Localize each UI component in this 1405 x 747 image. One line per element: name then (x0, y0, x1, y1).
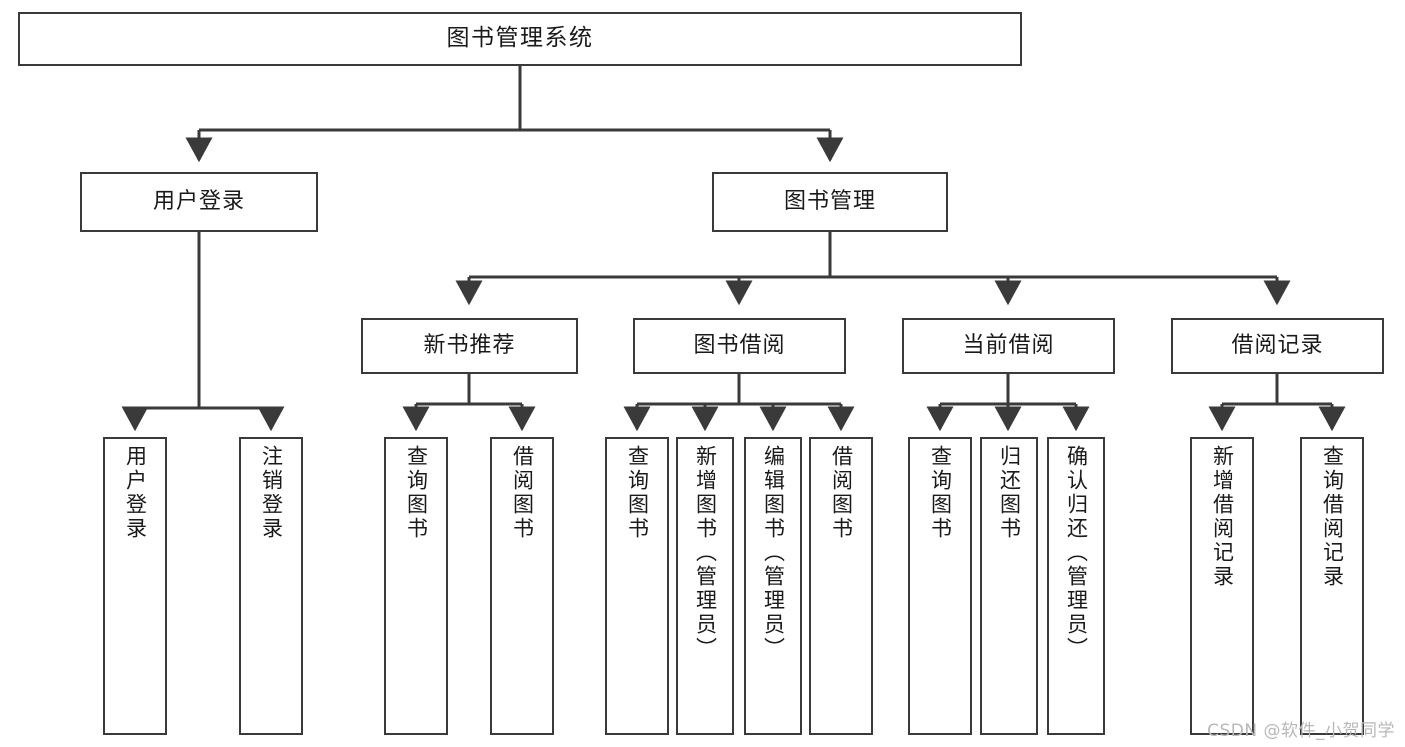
node-label: 归还图书 (997, 445, 1022, 541)
leaf-record-add-borrow-record[interactable]: 新增借阅记录 (1190, 437, 1254, 735)
leaf-user-login[interactable]: 用户登录 (103, 437, 167, 735)
leaf-borrow-borrow-book[interactable]: 借阅图书 (809, 437, 873, 735)
node-label: 新增借阅记录 (1210, 445, 1235, 589)
node-label: 图书管理 (783, 189, 876, 215)
leaf-borrow-query-book[interactable]: 查询图书 (605, 437, 669, 735)
node-label: 查询图书 (625, 445, 650, 541)
node-current-borrow[interactable]: 当前借阅 (902, 318, 1115, 374)
node-label: 查询图书 (928, 445, 953, 541)
leaf-record-query-borrow-record[interactable]: 查询借阅记录 (1300, 437, 1364, 735)
node-book-borrow[interactable]: 图书借阅 (633, 318, 846, 374)
leaf-recommend-query-book[interactable]: 查询图书 (384, 437, 448, 735)
leaf-current-return-book[interactable]: 归还图书 (980, 437, 1038, 735)
node-label: 用户登录 (152, 189, 245, 215)
leaf-user-logout[interactable]: 注销登录 (239, 437, 303, 735)
node-label: 借阅图书 (829, 445, 854, 541)
node-label: 用户登录 (123, 445, 148, 541)
node-label: 当前借阅 (962, 333, 1055, 359)
node-label: 注销登录 (259, 445, 284, 541)
node-label: 新书推荐 (423, 333, 516, 359)
node-label: 确认归还（管理员） (1064, 445, 1089, 661)
node-user-login[interactable]: 用户登录 (80, 172, 318, 232)
node-new-book-recommend[interactable]: 新书推荐 (361, 318, 578, 374)
node-label: 图书管理系统 (446, 25, 594, 52)
leaf-borrow-add-book-admin[interactable]: 新增图书（管理员） (676, 437, 734, 735)
node-label: 编辑图书（管理员） (761, 445, 786, 661)
leaf-borrow-edit-book-admin[interactable]: 编辑图书（管理员） (744, 437, 802, 735)
leaf-recommend-borrow-book[interactable]: 借阅图书 (490, 437, 554, 735)
node-book-management[interactable]: 图书管理 (712, 172, 948, 232)
node-label: 图书借阅 (693, 333, 786, 359)
leaf-current-confirm-return-admin[interactable]: 确认归还（管理员） (1047, 437, 1105, 735)
node-label: 借阅图书 (510, 445, 535, 541)
node-root-system[interactable]: 图书管理系统 (18, 12, 1022, 66)
node-borrow-record[interactable]: 借阅记录 (1171, 318, 1384, 374)
node-label: 查询借阅记录 (1320, 445, 1345, 589)
csdn-watermark: CSDN @软件_小贺同学 (1207, 721, 1395, 741)
node-label: 新增图书（管理员） (693, 445, 718, 661)
node-label: 查询图书 (404, 445, 429, 541)
node-label: 借阅记录 (1231, 333, 1324, 359)
leaf-current-query-book[interactable]: 查询图书 (908, 437, 972, 735)
